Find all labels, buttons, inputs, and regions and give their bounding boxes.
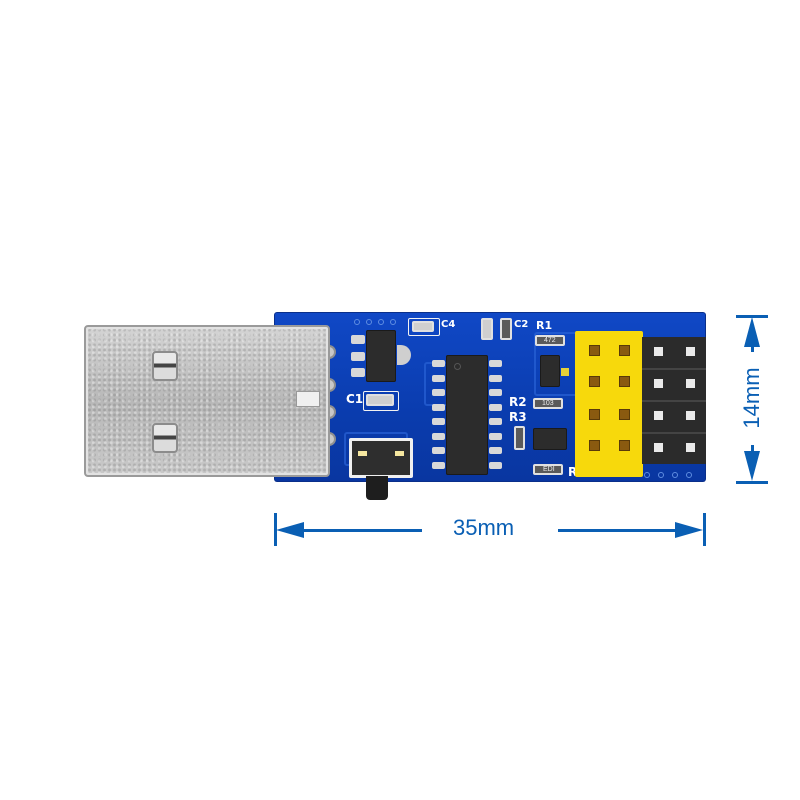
label-c2: C2 [514,319,529,330]
ic-pin [432,374,445,382]
header-pin [686,347,695,356]
pad [351,352,365,361]
socket-pin [589,440,600,451]
arrow-down-icon [744,451,760,481]
via [366,319,372,325]
r1-code: 472 [544,337,556,344]
header-pin [686,443,695,452]
label-c1: C1 [346,392,364,406]
voltage-regulator [366,330,396,382]
ic-pin [432,360,445,367]
resistor-r3 [514,426,525,450]
dimension-line-top [751,340,754,352]
arrow-left-icon [276,522,304,538]
ic-pin [489,432,502,440]
dimension-line-left [300,529,422,532]
resistor-r4: EDI [533,464,563,475]
label-c4: C4 [441,319,456,330]
arrow-right-icon [675,522,703,538]
usb-a-connector [84,325,330,477]
button-contact [395,451,404,456]
usb-shell-hole [152,423,178,453]
ic-pin [489,418,502,425]
socket-pin [619,409,630,420]
dimension-line-right [558,529,680,532]
via [644,472,650,478]
ic-pin [489,374,502,382]
ic-pin [432,389,445,396]
capacitor-c4 [412,321,434,332]
male-pin-header [642,337,706,464]
esp01-socket-header [575,331,643,477]
transistor-sot23 [533,428,567,450]
ic-pin [489,360,502,367]
socket-pin [619,440,630,451]
transistor [540,355,560,387]
height-dimension-label: 14mm [739,367,764,429]
led [561,368,569,376]
dimension-tick-right [703,513,706,546]
dimension-tick-bottom [736,481,768,484]
socket-pin [619,376,630,387]
usb-serial-ic [446,355,488,475]
ic-pin [489,403,502,411]
reset-push-button [349,438,413,478]
dimension-line-bottom [751,445,754,455]
pad [351,335,365,344]
silk-outline [408,318,440,336]
header-pin [654,379,663,388]
ic-pin [432,447,445,454]
dimension-tick-left [274,513,277,546]
ic-pin [489,461,502,469]
resistor-r2: 103 [533,398,563,409]
ic-pin [489,389,502,396]
header-pin [654,347,663,356]
button-contact [358,451,367,456]
ic-pin [432,432,445,440]
usb-shell-hole [152,351,178,381]
label-r2: R2 [509,395,527,409]
socket-pin [619,345,630,356]
header-divider [642,368,706,370]
ic-pin [432,418,445,425]
resistor-r1: 472 [535,335,565,346]
header-pin [686,411,695,420]
socket-pin [589,376,600,387]
label-r3: R3 [509,410,527,424]
via [686,472,692,478]
pin1-marker [454,363,461,370]
silk-outline [363,391,399,411]
header-divider [642,432,706,434]
via [672,472,678,478]
socket-pin [589,409,600,420]
pad [351,368,365,377]
ic-pin [432,461,445,469]
capacitor-c2 [500,318,512,340]
via [354,319,360,325]
header-divider [642,400,706,402]
header-pin [686,379,695,388]
button-actuator [366,476,388,500]
dimension-tick-top [736,315,768,318]
usb-shell-tab [296,391,320,407]
width-dimension-label: 35mm [453,515,515,540]
regulator-tab [397,345,411,365]
via [378,319,384,325]
capacitor-c1 [366,394,394,406]
r2-code: 103 [542,400,554,407]
ic-pin [489,447,502,454]
ic-pin [432,403,445,411]
via [658,472,664,478]
r4-code: EDI [543,466,555,473]
header-pin [654,411,663,420]
header-pin [654,443,663,452]
socket-pin [589,345,600,356]
arrow-up-icon [744,317,760,347]
capacitor [481,318,493,340]
label-r1: R1 [536,319,553,332]
via [390,319,396,325]
